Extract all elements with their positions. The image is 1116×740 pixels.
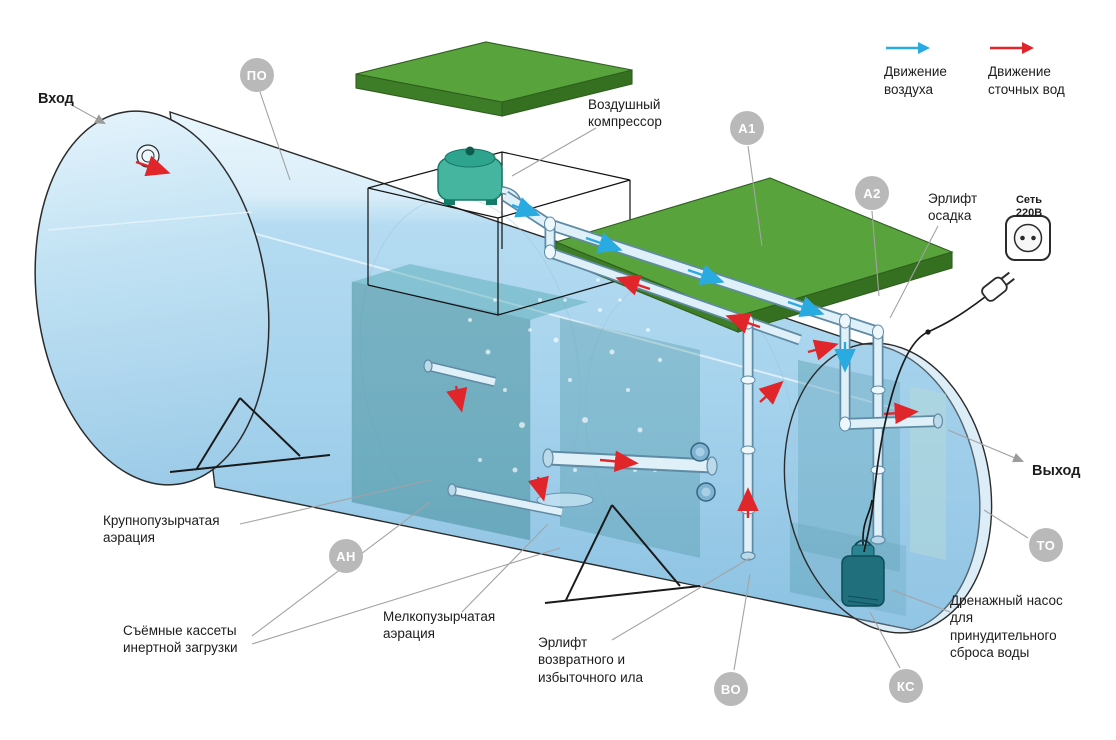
drainage-pump bbox=[841, 499, 885, 607]
leader-lines bbox=[69, 91, 1029, 671]
power-socket bbox=[863, 215, 1051, 553]
power-cord bbox=[863, 296, 986, 553]
badge-ks: КС bbox=[889, 669, 923, 703]
pipe-flanges bbox=[690, 442, 716, 502]
legend-air-label: Движение воздуха bbox=[884, 64, 947, 97]
tank-left-cap bbox=[34, 110, 270, 486]
label-cassettes: Съёмные кассеты инертной загрузки bbox=[123, 623, 238, 656]
legend-air-item: Движение воздуха bbox=[884, 40, 970, 98]
badge-a1: А1 bbox=[730, 111, 764, 145]
legend: Движение воздуха Движение сточных вод bbox=[884, 40, 1068, 98]
label-airlift-return: Эрлифт возвратного и избыточного ила bbox=[538, 635, 644, 685]
label-compressor: Воздушный компрессор bbox=[588, 97, 662, 130]
power-plug bbox=[981, 271, 1015, 302]
label-inlet: Вход bbox=[38, 91, 74, 107]
cover-lid-left bbox=[355, 41, 633, 117]
label-drain-pump: Дренажный насос для принудительного сбро… bbox=[950, 593, 1063, 660]
label-outlet: Выход bbox=[1032, 463, 1081, 479]
label-fine-aeration: Мелкопузырчатая аэрация bbox=[383, 609, 496, 642]
legend-waste-item: Движение сточных вод bbox=[988, 40, 1068, 98]
waste-flow-arrows bbox=[135, 155, 919, 518]
label-power: Сеть 220В bbox=[1015, 194, 1043, 219]
waste-flow-arrow-icon bbox=[990, 42, 1034, 54]
air-flow-arrow-icon bbox=[886, 42, 930, 54]
label-coarse-aeration: Крупнопузырчатая аэрация bbox=[103, 513, 220, 546]
label-airlift-sludge: Эрлифт осадка bbox=[928, 191, 978, 224]
badge-a2: А2 bbox=[855, 176, 889, 210]
legend-waste-label: Движение сточных вод bbox=[988, 64, 1065, 97]
badge-to: ТО bbox=[1029, 528, 1063, 562]
badge-po: ПО bbox=[240, 58, 274, 92]
tank-legs bbox=[169, 397, 701, 604]
badge-an: АН bbox=[329, 539, 363, 573]
air-flow-arrows bbox=[511, 197, 856, 373]
badge-vo: ВО bbox=[714, 672, 748, 706]
